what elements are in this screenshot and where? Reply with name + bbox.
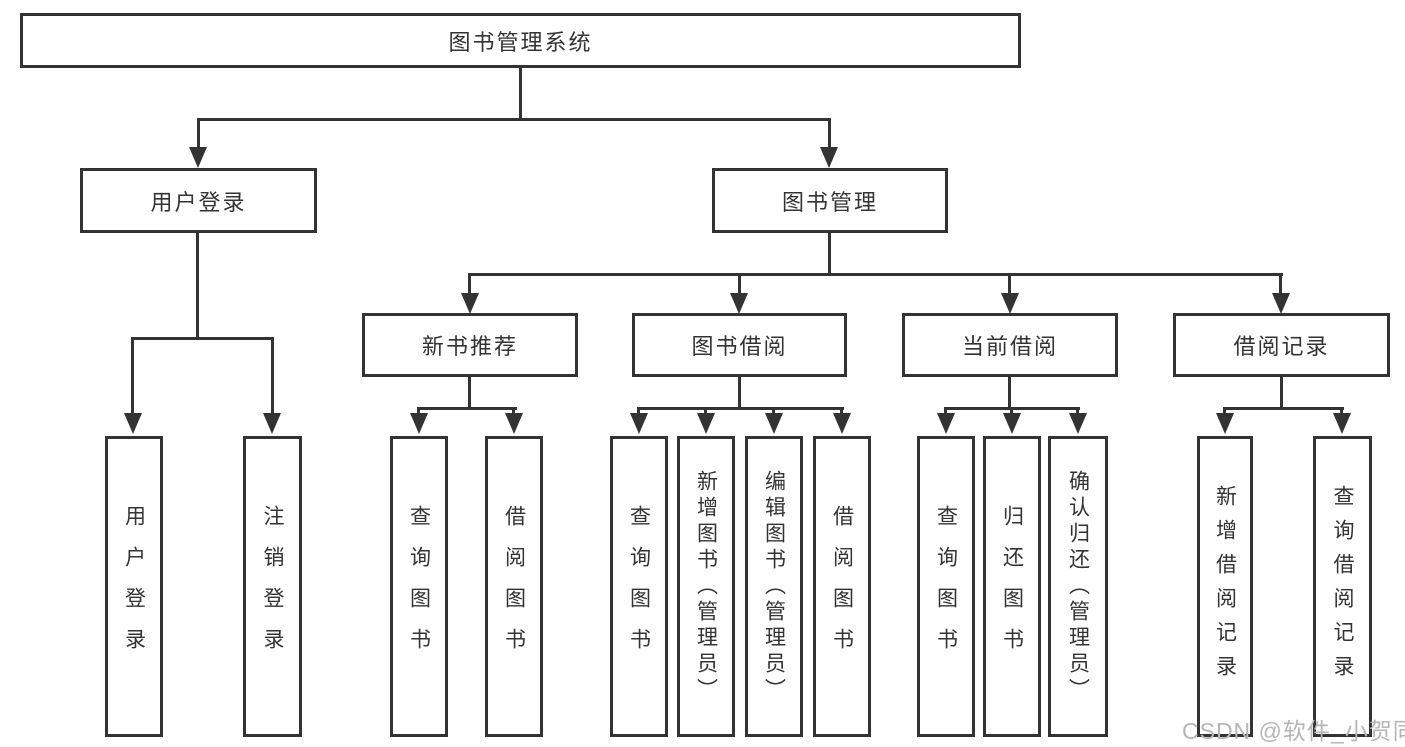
arrow-down-icon <box>1216 413 1234 434</box>
connector-line <box>1010 407 1013 417</box>
connector-line <box>468 377 471 407</box>
connector-line <box>1223 407 1226 417</box>
connector-line <box>704 407 707 417</box>
arrow-down-icon <box>1272 293 1290 314</box>
arrow-down-icon <box>630 413 648 434</box>
leaf-logout: 注销登录 <box>243 436 302 737</box>
connector-line <box>417 407 420 417</box>
arrow-down-icon <box>1003 413 1021 434</box>
connector-line <box>840 407 843 417</box>
node-current-borrowing: 当前借阅 <box>902 313 1118 377</box>
leaf-br-add-record: 新增借阅记录 <box>1197 436 1253 737</box>
node-user-login: 用户登录 <box>80 168 317 233</box>
connector-line <box>637 407 640 417</box>
connector-line <box>1279 273 1282 299</box>
leaf-bb-add-books-admin: 新增图书（管理员） <box>677 436 735 737</box>
connector-line <box>271 337 274 417</box>
node-book-borrowing: 图书借阅 <box>632 313 847 377</box>
arrow-down-icon <box>124 413 142 434</box>
arrow-down-icon <box>189 147 207 168</box>
leaf-nb-borrow-books: 借阅图书 <box>485 436 543 737</box>
connector-line <box>1223 407 1344 410</box>
node-borrow-records: 借阅记录 <box>1173 313 1390 377</box>
connector-line <box>468 273 1283 276</box>
connector-line <box>131 337 134 417</box>
connector-line <box>197 118 831 121</box>
connector-line <box>1008 377 1011 407</box>
leaf-br-query-record: 查询借阅记录 <box>1313 436 1372 737</box>
connector-line <box>944 407 947 417</box>
connector-line <box>417 407 517 410</box>
connector-line <box>196 233 199 337</box>
leaf-bb-edit-books-admin: 编辑图书（管理员） <box>745 436 803 737</box>
arrow-down-icon <box>1001 293 1019 314</box>
leaf-cb-query-books: 查询图书 <box>917 436 975 737</box>
connector-line <box>637 407 844 410</box>
connector-line <box>197 118 200 152</box>
leaf-cb-return-books: 归还图书 <box>983 436 1041 737</box>
connector-line <box>1340 407 1343 417</box>
connector-line <box>519 68 522 118</box>
arrow-down-icon <box>1333 413 1351 434</box>
arrow-down-icon <box>263 413 281 434</box>
arrow-down-icon <box>937 413 955 434</box>
leaf-cb-confirm-return-admin: 确认归还（管理员） <box>1048 436 1108 737</box>
leaf-user-login: 用户登录 <box>105 436 163 737</box>
arrow-down-icon <box>1069 413 1087 434</box>
connector-line <box>468 273 471 299</box>
leaf-bb-borrow-books: 借阅图书 <box>813 436 871 737</box>
arrow-down-icon <box>410 413 428 434</box>
arrow-down-icon <box>697 413 715 434</box>
node-book-management: 图书管理 <box>712 168 948 233</box>
arrow-down-icon <box>461 293 479 314</box>
connector-line <box>828 233 831 273</box>
connector-line <box>828 118 831 152</box>
arrow-down-icon <box>820 147 838 168</box>
connector-line <box>738 273 741 299</box>
arrow-down-icon <box>833 413 851 434</box>
node-library-system: 图书管理系统 <box>20 13 1021 68</box>
connector-line <box>131 337 274 340</box>
connector-line <box>1008 273 1011 299</box>
connector-line <box>738 377 741 407</box>
arrow-down-icon <box>730 293 748 314</box>
connector-line <box>772 407 775 417</box>
arrow-down-icon <box>765 413 783 434</box>
connector-line <box>1280 377 1283 407</box>
connector-line <box>1076 407 1079 417</box>
node-new-book-recommend: 新书推荐 <box>362 313 578 377</box>
csdn-watermark: CSDN @软件_小贺同学 <box>1182 718 1405 744</box>
arrow-down-icon <box>505 413 523 434</box>
leaf-nb-query-books: 查询图书 <box>390 436 448 737</box>
connector-line <box>512 407 515 417</box>
leaf-bb-query-books: 查询图书 <box>610 436 668 737</box>
